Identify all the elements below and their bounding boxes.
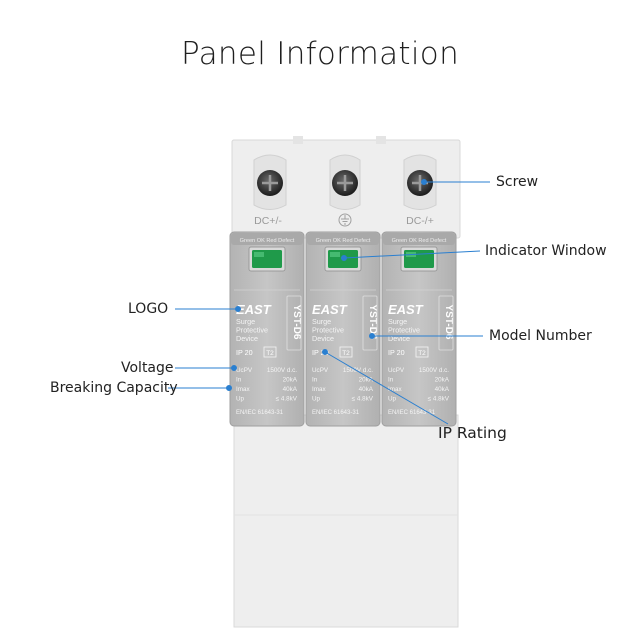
module-housing bbox=[305, 231, 381, 427]
model-number: YST-D6 bbox=[443, 304, 454, 339]
spec-label: Up bbox=[236, 396, 245, 403]
module-housing bbox=[381, 231, 457, 427]
spec-value: 40kA bbox=[435, 386, 450, 393]
indicator-caption: Green OK Red Defect bbox=[316, 238, 371, 244]
model-frame bbox=[286, 295, 302, 351]
device-type-line: Device bbox=[236, 334, 258, 343]
device-type-line: Protective bbox=[236, 326, 268, 335]
spec-label: In bbox=[312, 377, 318, 384]
callout-dot-ip bbox=[322, 349, 328, 355]
spec-value: ≤ 4.8kV bbox=[352, 396, 374, 403]
class-box bbox=[339, 346, 353, 358]
class-text: T2 bbox=[418, 350, 426, 357]
screw-left bbox=[253, 154, 287, 210]
standard-text: EN/IEC 61643-31 bbox=[236, 410, 284, 416]
model-frame bbox=[362, 295, 378, 351]
callout-dot-model bbox=[369, 333, 375, 339]
spec-value: 40kA bbox=[283, 386, 298, 393]
standard-text: EN/IEC 61643-31 bbox=[388, 410, 436, 416]
spec-value: 1500V d.c. bbox=[343, 367, 373, 374]
screw-right bbox=[403, 154, 437, 210]
brand-logo: EAST bbox=[236, 302, 272, 317]
device-type-line: Protective bbox=[388, 326, 420, 335]
callout-line-ip bbox=[324, 351, 449, 425]
callout-dot-indicator bbox=[341, 255, 347, 261]
module-top-strip bbox=[383, 233, 455, 245]
model-frame bbox=[438, 295, 454, 351]
callout-label-screw: Screw bbox=[496, 174, 539, 190]
spec-label: Imax bbox=[236, 386, 250, 393]
brand-logo: EAST bbox=[388, 302, 424, 317]
ip-rating-text: IP 20 bbox=[236, 348, 253, 357]
class-box bbox=[263, 346, 277, 358]
callout-label-breaking-capacity: Breaking Capacity bbox=[50, 380, 178, 396]
spec-label: UcPV bbox=[312, 367, 329, 374]
callout-label-voltage: Voltage bbox=[121, 360, 174, 376]
spec-label: UcPV bbox=[236, 367, 253, 374]
terminal-label-right: DC-/+ bbox=[406, 215, 434, 227]
spec-value: 1500V d.c. bbox=[419, 367, 449, 374]
callout-dot-screw bbox=[421, 179, 427, 185]
callout-line-indicator bbox=[343, 250, 481, 259]
spec-value: 20kA bbox=[283, 377, 298, 384]
screw-center bbox=[329, 154, 361, 210]
model-number: YST-D6 bbox=[367, 304, 378, 339]
module-housing bbox=[229, 231, 305, 427]
device-type-line: Surge bbox=[388, 317, 407, 326]
spec-label: Imax bbox=[312, 386, 326, 393]
ground-icon bbox=[338, 213, 352, 227]
spec-label: Up bbox=[388, 396, 397, 403]
class-text: T2 bbox=[266, 350, 274, 357]
spec-value: 20kA bbox=[435, 377, 450, 384]
page-title: Panel Information bbox=[180, 36, 460, 72]
brand-logo: EAST bbox=[312, 302, 348, 317]
spec-value: ≤ 4.8kV bbox=[276, 396, 298, 403]
device-type-line: Surge bbox=[312, 317, 331, 326]
callout-label-ip-rating: IP Rating bbox=[438, 424, 507, 442]
ip-rating-text: IP 20 bbox=[312, 348, 329, 357]
device-type-line: Protective bbox=[312, 326, 344, 335]
device-type-line: Device bbox=[388, 334, 410, 343]
device-type-line: Device bbox=[312, 334, 334, 343]
module-top-strip bbox=[231, 233, 303, 245]
spec-label: In bbox=[388, 377, 394, 384]
device-base bbox=[233, 414, 459, 628]
spec-value: 1500V d.c. bbox=[267, 367, 297, 374]
callout-label-indicator-window: Indicator Window bbox=[485, 243, 607, 259]
callout-dot-breaking bbox=[226, 385, 232, 391]
ip-rating-text: IP 20 bbox=[388, 348, 405, 357]
callout-label-logo: LOGO bbox=[128, 301, 169, 317]
spec-value: 20kA bbox=[359, 377, 374, 384]
class-text: T2 bbox=[342, 350, 350, 357]
standard-text: EN/IEC 61643-31 bbox=[312, 410, 360, 416]
terminal-label-left: DC+/- bbox=[254, 215, 282, 227]
spec-label: Up bbox=[312, 396, 321, 403]
indicator-caption: Green OK Red Defect bbox=[240, 238, 295, 244]
callout-dot-logo bbox=[235, 306, 241, 312]
spec-value: ≤ 4.8kV bbox=[428, 396, 450, 403]
callout-label-model-number: Model Number bbox=[489, 328, 592, 344]
model-number: YST-D6 bbox=[291, 304, 302, 339]
spec-label: Imax bbox=[388, 386, 402, 393]
module-top-strip bbox=[307, 233, 379, 245]
spec-label: In bbox=[236, 377, 242, 384]
indicator-highlight bbox=[330, 252, 340, 257]
indicator-caption: Green OK Red Defect bbox=[392, 238, 447, 244]
spec-label: UcPV bbox=[388, 367, 405, 374]
device-type-line: Surge bbox=[236, 317, 255, 326]
spec-value: 40kA bbox=[359, 386, 374, 393]
callout-dot-voltage bbox=[231, 365, 237, 371]
class-box bbox=[415, 346, 429, 358]
indicator-highlight bbox=[254, 252, 264, 257]
